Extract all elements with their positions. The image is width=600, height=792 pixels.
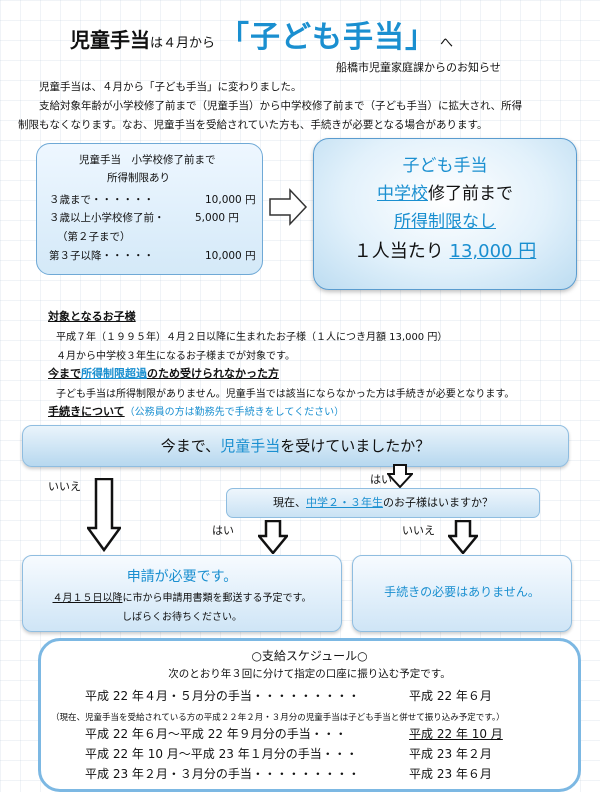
q2-highlight: 中学２・３年生 — [306, 496, 383, 509]
result-apply-title: 申請が必要です。 — [126, 569, 238, 585]
new-box-amount-label: １人当たり — [353, 241, 444, 262]
arrow-down-small-icon — [385, 464, 415, 492]
new-box-title: 子ども手当 — [402, 156, 488, 176]
result-apply-box: 申請が必要です。 ４月１５日以降に市から申請用書類を郵送する予定です。 しばらく… — [22, 555, 342, 632]
result-apply-line-1: ４月１５日以降に市から申請用書類を郵送する予定です。 — [23, 589, 341, 604]
new-box-amount-value: 13,000 円 — [449, 241, 537, 262]
intro-line-1: 児童手当は、４月から「子ども手当」に変わりました。 — [39, 81, 302, 93]
old-row: 第３子以降・・・・・ — [49, 248, 154, 263]
old-row: ３歳まで・・・・・・ — [49, 192, 154, 207]
q2-prefix: 現在、 — [273, 496, 306, 509]
new-box-age-highlight: 中学校 — [377, 184, 428, 204]
intro-text: 児童手当は、４月から「子ども手当」に変わりました。 支給対象年齢が小学校修了前ま… — [18, 78, 588, 135]
result-apply-date: ４月１５日以降 — [52, 593, 123, 604]
q1-prefix: 今まで、 — [160, 437, 221, 455]
arrow-down-yes-icon — [256, 519, 290, 558]
new-box-no-limit: 所得制限なし — [314, 207, 576, 232]
result-none-title: 手続きの必要はありません。 — [384, 585, 540, 599]
new-box-age-rest: 修了前まで — [428, 184, 513, 204]
schedule-title: ○支給スケジュール○ — [251, 649, 368, 663]
old-row-label: 第３子以降・・・・・ — [49, 250, 154, 262]
schedule-pay-date: 平成 22 年６月 — [409, 689, 492, 703]
answer-yes-2: はい — [212, 524, 234, 537]
limit-heading: 今まで所得制限超過のため受けられなかった方 — [48, 365, 279, 381]
intro-line-2: 支給対象年齢が小学校修了前まで（児童手当）から中学校修了前まで（子ども手当）に拡… — [39, 100, 523, 112]
answer-no-1: いいえ — [48, 480, 81, 493]
q2-suffix: のお子様はいますか？ — [383, 496, 493, 509]
arrow-down-large-icon — [85, 477, 123, 556]
result-apply-line-1-rest: に市から申請用書類を郵送する予定です。 — [122, 593, 312, 604]
result-none-box: 手続きの必要はありません。 — [352, 555, 572, 632]
old-row-label: ３歳以上小学校修了前・ — [49, 212, 165, 224]
new-box-age: 中学校修了前まで — [314, 179, 576, 204]
old-row: ３歳以上小学校修了前・ — [49, 210, 165, 225]
old-row-label: （第２子まで） — [57, 231, 131, 243]
old-box-subtitle: 所得制限あり — [107, 172, 170, 184]
answer-yes-1: はい — [370, 473, 392, 486]
old-row-value: 10,000 円 — [205, 250, 256, 262]
new-box-amount: １人当たり 13,000 円 — [314, 237, 576, 263]
result-apply-line-2: しばらくお待ちください。 — [122, 612, 242, 623]
schedule-row: 平成 22 年４月・５月分の手当・・・・・・・・・ 平成 22 年６月 — [85, 687, 492, 704]
question-2-bar: 現在、中学２・３年生のお子様はいますか？ — [226, 488, 540, 518]
procedure-heading: 手続きについて（公務員の方は勤務先で手続きをしてください） — [48, 403, 344, 419]
limit-heading-b: 所得制限超過 — [81, 367, 147, 380]
schedule-period: 平成 23 年２月・３月分の手当・・・・・・・・・ — [85, 767, 360, 781]
schedule-pay-date: 平成 23 年２月 — [409, 747, 492, 761]
q1-highlight: 児童手当 — [220, 437, 281, 455]
schedule-row: 平成 22 年６月～平成 22 年９月分の手当・・・ 平成 22 年 10 月 — [85, 725, 503, 742]
procedure-heading-text: 手続きについて — [48, 405, 125, 418]
old-row-value: 5,000 円 — [195, 212, 239, 224]
schedule-period: 平成 22 年 10 月～平成 23 年１月分の手当・・・ — [85, 747, 358, 761]
limit-line-1: 子ども手当は所得制限がありません。児童手当では該当にならなかった方は手続きが必要… — [56, 389, 515, 400]
schedule-pay-date: 平成 23 年６月 — [409, 767, 492, 781]
intro-line-3: 制限もなくなります。なお、児童手当を受給されていた方も、手続きが必要となる場合が… — [18, 119, 488, 131]
procedure-note: （公務員の方は勤務先で手続きをしてください） — [124, 407, 345, 418]
schedule-box: ○支給スケジュール○ 次のとおり年３回に分けて指定の口座に振り込む予定です。 平… — [38, 638, 581, 792]
schedule-period: 平成 22 年４月・５月分の手当・・・・・・・・・ — [85, 689, 360, 703]
title-suffix: へ — [440, 36, 454, 51]
schedule-row: 平成 23 年２月・３月分の手当・・・・・・・・・ 平成 23 年６月 — [85, 765, 492, 782]
old-box-title: 児童手当 小学校修了前まで — [79, 154, 216, 166]
target-line-1: 平成７年（１９９５年）４月２日以降に生まれたお子様（１人につき月額 13,000… — [56, 332, 448, 343]
target-heading: 対象となるお子様 — [48, 310, 136, 323]
title-from-april: は４月から — [150, 36, 216, 51]
new-allowance-box: 子ども手当 中学校修了前まで 所得制限なし １人当たり 13,000 円 — [313, 138, 577, 290]
arrow-down-no-icon — [446, 519, 480, 558]
new-box-no-limit-text: 所得制限なし — [394, 212, 496, 232]
issuer-notice: 船橋市児童家庭課からのお知らせ — [336, 61, 501, 74]
title-old-name: 児童手当 — [70, 28, 150, 52]
q1-suffix: を受けていましたか？ — [280, 437, 431, 455]
schedule-row: 平成 22 年 10 月～平成 23 年１月分の手当・・・ 平成 23 年２月 — [85, 745, 492, 762]
title-new-name: 「子ども手当」 — [219, 20, 437, 55]
old-row-label: ３歳まで・・・・・・ — [49, 194, 154, 206]
page-title: 児童手当は４月から「子ども手当」へ — [70, 12, 453, 56]
arrow-right-icon — [268, 187, 308, 231]
schedule-period: 平成 22 年６月～平成 22 年９月分の手当・・・ — [85, 727, 347, 741]
target-line-2: ４月から中学校３年生になるお子様までが対象です。 — [56, 351, 295, 362]
old-row-value: 10,000 円 — [205, 194, 256, 206]
answer-no-2: いいえ — [402, 524, 435, 537]
question-1-bar: 今まで、児童手当を受けていましたか？ — [22, 425, 569, 467]
schedule-description: 次のとおり年３回に分けて指定の口座に振り込む予定です。 — [168, 668, 451, 680]
old-allowance-box: 児童手当 小学校修了前まで 所得制限あり ３歳まで・・・・・・ 10,000 円… — [36, 143, 263, 275]
old-row: （第２子まで） — [57, 229, 131, 244]
schedule-note: （現在、児童手当を受給されている方の平成２２年２月・３月分の児童手当は子ども手当… — [51, 713, 505, 723]
schedule-pay-date: 平成 22 年 10 月 — [409, 727, 503, 741]
limit-heading-a: 今まで — [48, 367, 81, 380]
limit-heading-c: のため受けられなかった方 — [147, 367, 279, 380]
